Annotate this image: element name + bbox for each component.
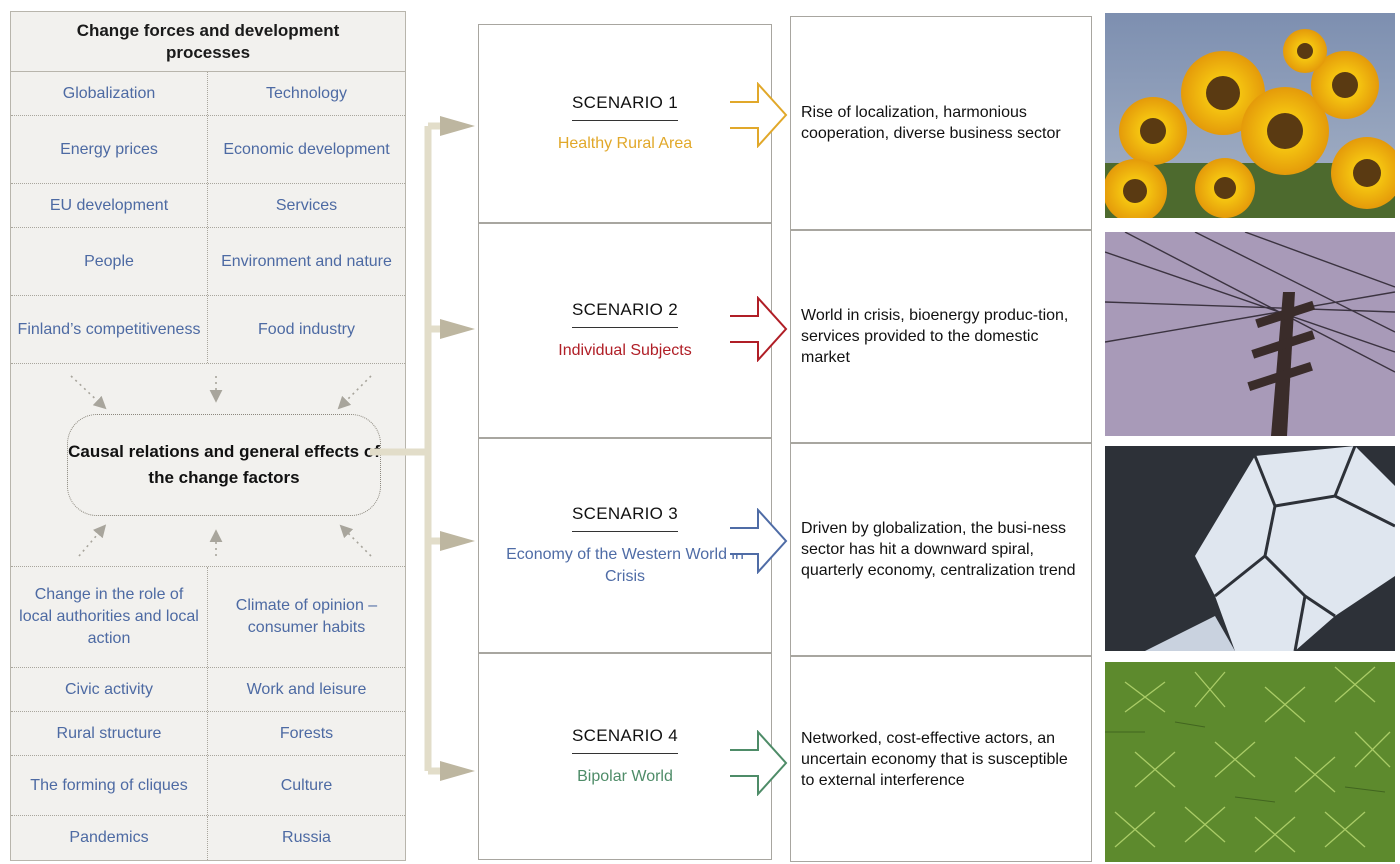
factor-item: EU development xyxy=(11,184,208,227)
factor-item: Technology xyxy=(266,84,347,102)
factor-item: Pandemics xyxy=(11,816,208,860)
change-forces-panel: Change forces and development processes … xyxy=(10,11,406,861)
power-line-pole-image xyxy=(1105,232,1395,436)
scenario-4-name: Bipolar World xyxy=(577,767,673,785)
factor-item: Energy prices xyxy=(11,116,208,183)
scenario-1-arrow xyxy=(730,82,788,148)
factor-row: Finland’s competitiveness Food industry xyxy=(11,296,405,364)
scenario-3-name: Economy of the Western World in Crisis xyxy=(506,545,744,585)
factor-row: The forming of cliques Culture xyxy=(11,756,405,816)
scenario-1-description: Rise of localization, harmonious coopera… xyxy=(790,16,1092,230)
factor-row: Rural structure Forests xyxy=(11,712,405,756)
factor-item: Globalization xyxy=(11,72,208,115)
scenario-4-title: SCENARIO 4 xyxy=(572,726,678,754)
scenario-1-description-text: Rise of localization, harmonious coopera… xyxy=(801,104,1061,142)
scenario-4-arrow xyxy=(730,730,788,796)
factor-item: Services xyxy=(275,196,338,214)
factor-item: The forming of cliques xyxy=(11,756,208,815)
factor-item: Rural structure xyxy=(11,712,208,755)
panel-title: Change forces and development processes xyxy=(11,12,405,72)
scenario-4-box: SCENARIO 4 Bipolar World xyxy=(478,653,772,860)
factor-row: Civic activity Work and leisure xyxy=(11,668,405,712)
factor-row: Change in the role of local authorities … xyxy=(11,566,405,668)
factor-item: Climate of opinion – consumer habits xyxy=(235,597,378,636)
factor-item: Change in the role of local authorities … xyxy=(11,567,208,667)
factor-item: People xyxy=(11,228,208,295)
factor-item: Civic activity xyxy=(11,668,208,711)
scenario-2-name: Individual Subjects xyxy=(558,341,692,359)
factor-item: Food industry xyxy=(258,320,355,338)
scenario-3-arrow xyxy=(730,508,788,574)
scenario-1-name: Healthy Rural Area xyxy=(557,134,693,152)
scenario-1-box: SCENARIO 1 Healthy Rural Area xyxy=(478,24,772,223)
green-moss-image xyxy=(1105,662,1395,862)
broken-ice-image xyxy=(1105,446,1395,651)
scenario-1-title: SCENARIO 1 xyxy=(572,93,678,121)
factor-row: Pandemics Russia xyxy=(11,816,405,860)
scenario-2-description-text: World in crisis, bioenergy produc-tion, … xyxy=(801,307,1069,366)
scenario-3-description: Driven by globalization, the busi-ness s… xyxy=(790,443,1092,656)
causal-relations-box: Causal relations and general effects of … xyxy=(67,414,381,516)
scenario-2-box: SCENARIO 2 Individual Subjects xyxy=(478,223,772,438)
factor-item: Economic development xyxy=(223,140,390,158)
factor-item: Environment and nature xyxy=(221,252,392,270)
factor-row: Energy prices Economic development xyxy=(11,116,405,184)
factor-item: Work and leisure xyxy=(246,680,367,698)
scenario-2-arrow xyxy=(730,296,788,362)
factor-row: Globalization Technology xyxy=(11,72,405,116)
scenario-3-box: SCENARIO 3 Economy of the Western World … xyxy=(478,438,772,653)
sunflowers-image xyxy=(1105,13,1395,218)
scenario-2-description: World in crisis, bioenergy produc-tion, … xyxy=(790,230,1092,443)
factor-item: Russia xyxy=(282,829,331,846)
factor-item: Culture xyxy=(280,776,333,794)
scenario-3-title: SCENARIO 3 xyxy=(572,504,678,532)
factor-row: EU development Services xyxy=(11,184,405,228)
scenario-2-title: SCENARIO 2 xyxy=(572,300,678,328)
factor-row: People Environment and nature xyxy=(11,228,405,296)
scenario-4-description: Networked, cost-effective actors, an unc… xyxy=(790,656,1092,862)
factor-item: Forests xyxy=(279,724,334,742)
factor-item: Finland’s competitiveness xyxy=(11,296,208,363)
scenario-3-description-text: Driven by globalization, the busi-ness s… xyxy=(801,520,1076,579)
scenario-4-description-text: Networked, cost-effective actors, an unc… xyxy=(801,729,1068,789)
